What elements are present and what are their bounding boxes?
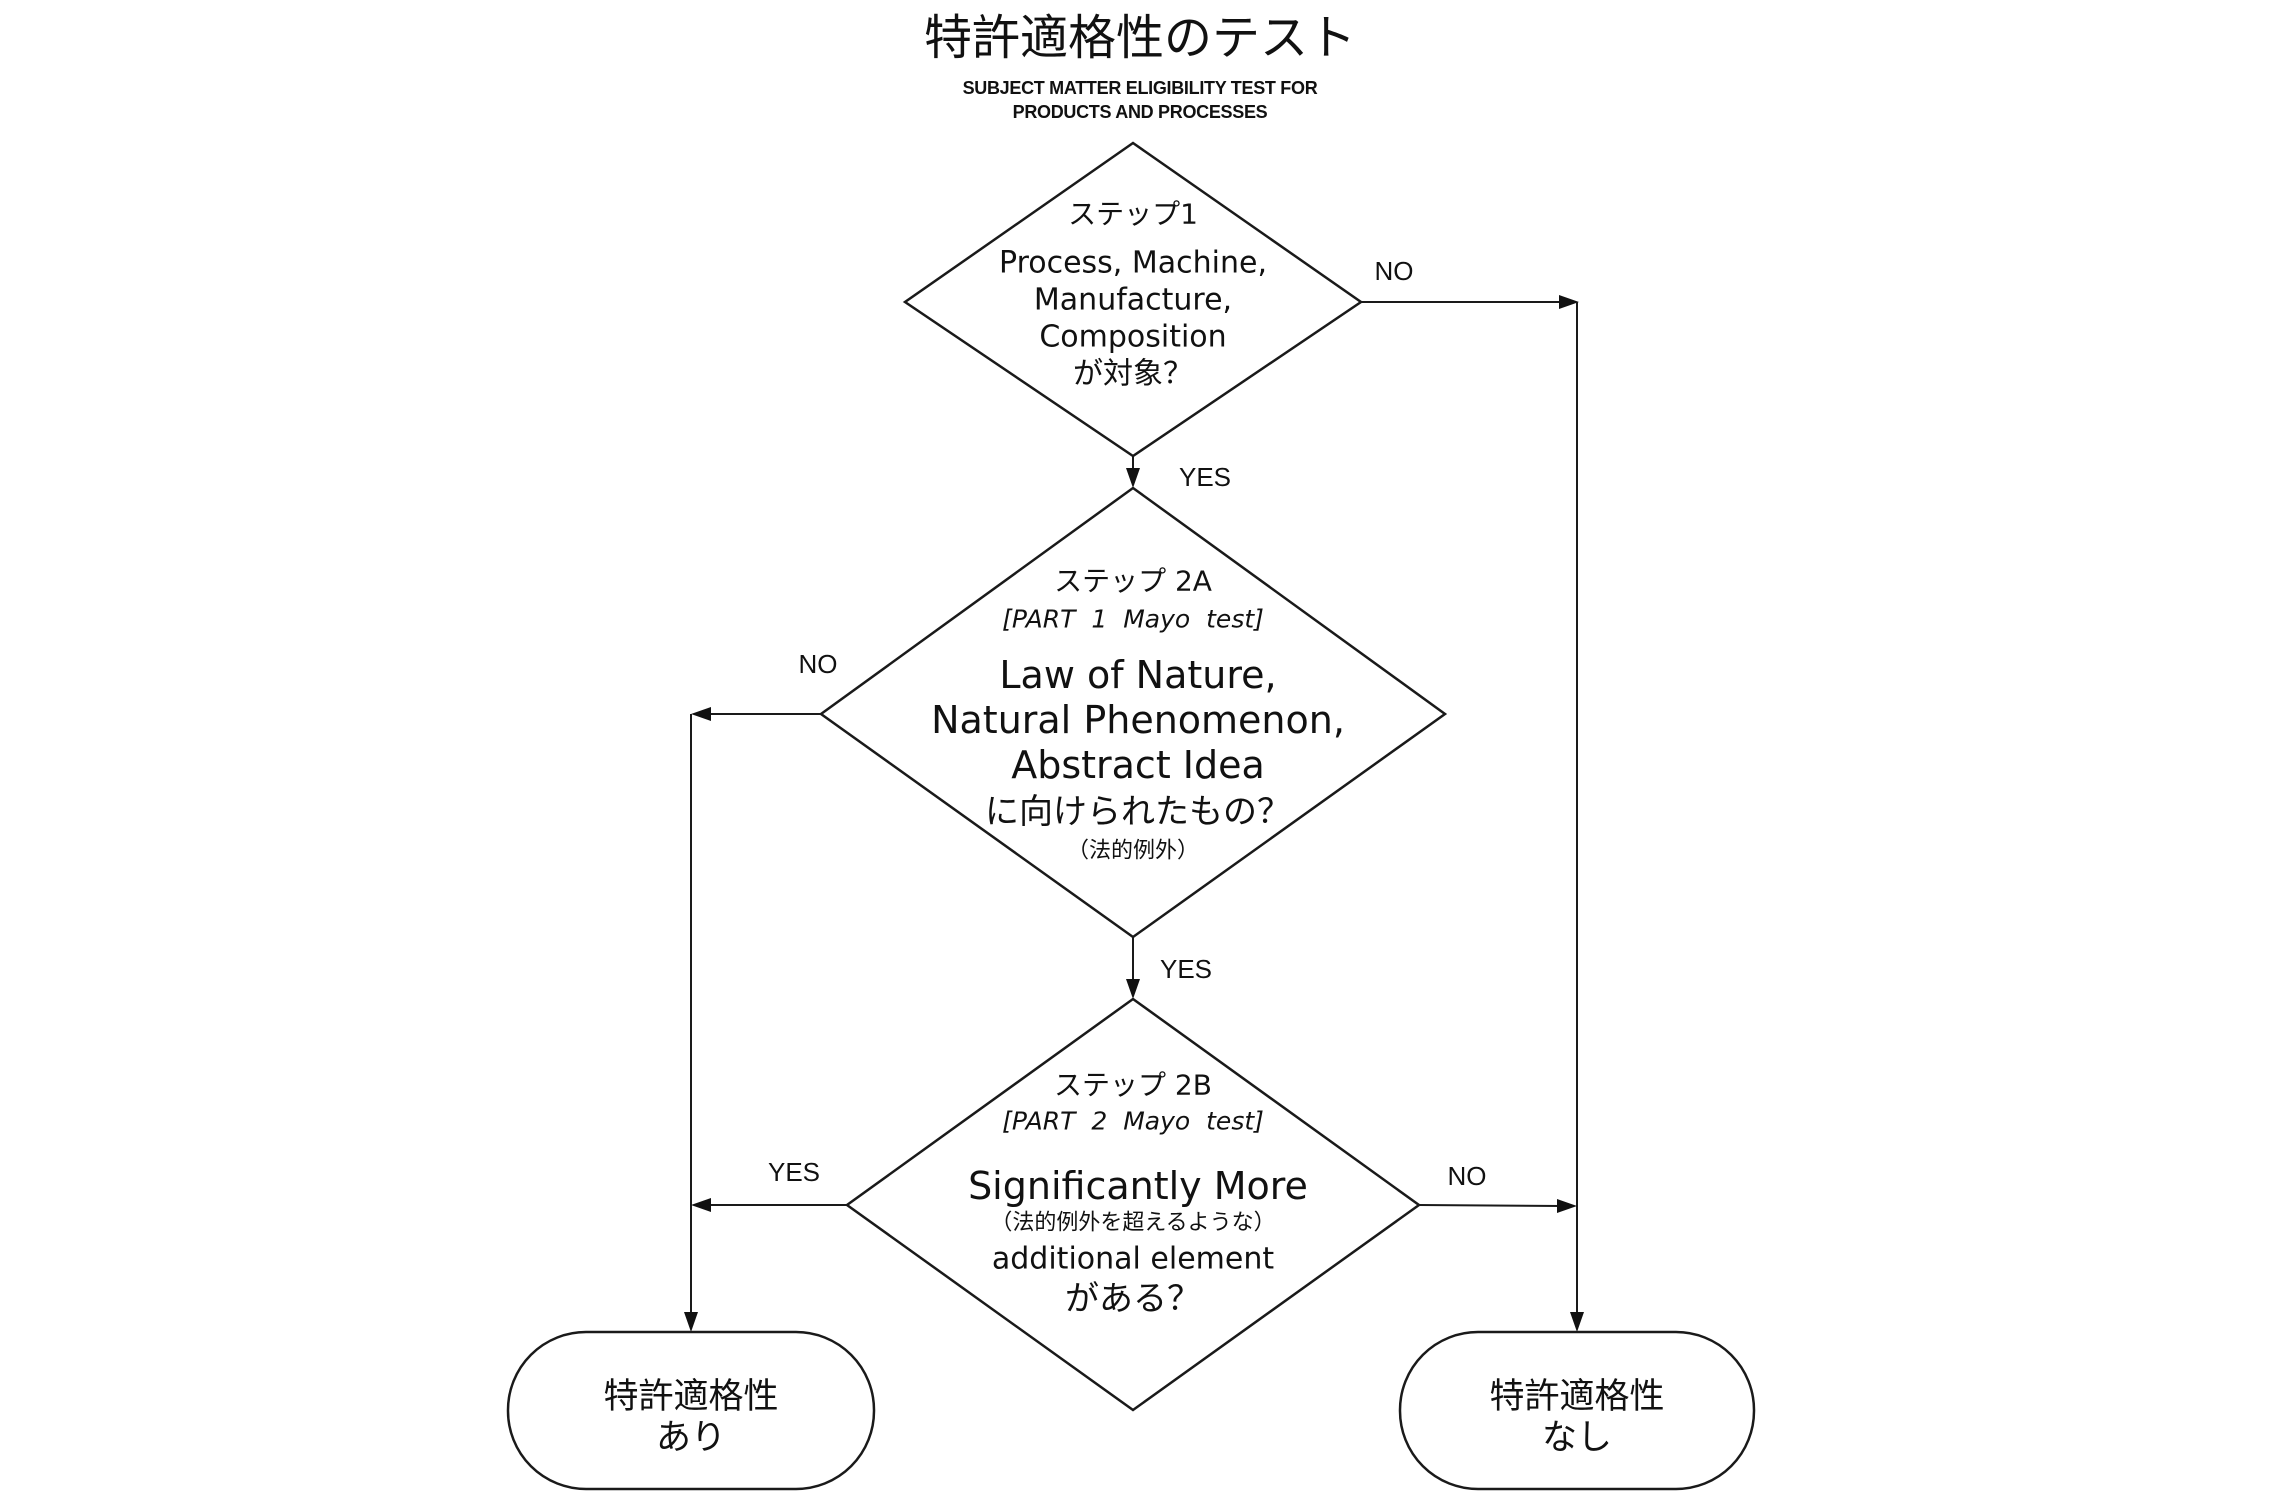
step1-yes-arrowhead (1126, 468, 1140, 488)
step2b-yes-label: YES (768, 1157, 820, 1187)
step2b-yes-arrowhead (691, 1198, 711, 1212)
step1-line-2: Manufacture, (1034, 283, 1232, 318)
step2b-note: （法的例外を超えるような） (990, 1211, 1275, 1236)
step1-line-3: Composition (1039, 320, 1226, 355)
step2b-part-label: [PART 2 Mayo test] (1002, 1107, 1264, 1136)
step2b-no-arrowhead (1557, 1199, 1577, 1213)
step2a-yes-label: YES (1160, 954, 1212, 984)
step2a-label: ステップ 2A (1054, 565, 1212, 598)
step2a-line-2: Natural Phenomenon, (931, 698, 1345, 742)
step2b-label: ステップ 2B (1054, 1069, 1212, 1102)
step2a-line-3: Abstract Idea (1011, 743, 1265, 787)
step2b-line-1: additional element (992, 1242, 1274, 1277)
step2a-no-label: NO (799, 649, 838, 679)
step2a-line-4: に向けられたもの？ (985, 792, 1291, 832)
step1-no-label: NO (1375, 256, 1414, 286)
step1-line-4: が対象？ (1073, 357, 1193, 392)
step2a-line-1: Law of Nature, (999, 653, 1276, 697)
step1-label: ステップ1 (1068, 198, 1198, 231)
eligible-outcome-line-1: 特許適格性 (603, 1377, 778, 1417)
step2b-decision-diamond (844, 997, 1422, 1412)
ineligible-outcome-terminal (1398, 1330, 1756, 1491)
step2b-no-edge (1418, 1204, 1562, 1207)
subtitle-line-1: SUBJECT MATTER ELIGIBILITY TEST FOR (963, 78, 1318, 98)
step2a-yes-arrowhead (1126, 979, 1140, 999)
step2b-line-2: がある？ (1065, 1279, 1201, 1319)
ineligible-outcome-line-2: なし (1542, 1418, 1612, 1458)
eligible-outcome-terminal (506, 1330, 876, 1491)
step2b-headline: Significantly More (968, 1164, 1308, 1208)
step1-no-arrowhead (1559, 295, 1579, 309)
right-trunk-arrowhead (1570, 1312, 1584, 1332)
left-trunk-arrowhead (684, 1312, 698, 1332)
ineligible-outcome-line-1: 特許適格性 (1489, 1377, 1664, 1417)
step2a-part-label: [PART 1 Mayo test] (1002, 605, 1264, 634)
step2a-note: （法的例外） (1067, 839, 1199, 864)
step2a-no-arrowhead (691, 707, 711, 721)
step2b-no-label: NO (1448, 1161, 1487, 1191)
step1-yes-label: YES (1179, 462, 1231, 492)
eligible-outcome-line-2: あり (656, 1418, 726, 1458)
page-title: 特許適格性のテスト (924, 10, 1356, 66)
subtitle-line-2: PRODUCTS AND PROCESSES (1013, 102, 1268, 122)
step1-line-1: Process, Machine, (999, 246, 1267, 281)
